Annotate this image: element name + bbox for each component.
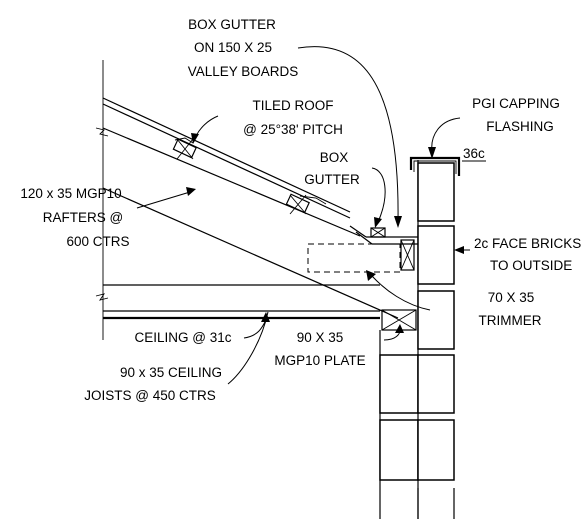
label-plate-1: 90 X 35 xyxy=(297,330,344,345)
label-face-bricks-2: TO OUTSIDE xyxy=(490,258,572,273)
label-joists-2: JOISTS @ 450 CTRS xyxy=(84,388,216,403)
label-pgi-capping-1: PGI CAPPING xyxy=(472,96,560,111)
label-face-bricks-1: 2c FACE BRICKS xyxy=(474,236,581,251)
label-ceiling: CEILING @ 31c xyxy=(135,330,232,345)
label-pgi-capping-2: FLASHING xyxy=(486,119,554,134)
brick-wall xyxy=(379,156,461,519)
box-gutter xyxy=(307,225,418,273)
leader-lines xyxy=(136,46,470,385)
label-rafters-2: RAFTERS @ xyxy=(43,210,123,225)
annotations: BOX GUTTER ON 150 X 25 VALLEY BOARDS PGI… xyxy=(20,17,581,403)
label-trimmer-2: TRIMMER xyxy=(479,313,542,328)
ceiling-joist xyxy=(95,60,380,340)
label-box-gutter-2: GUTTER xyxy=(304,172,360,187)
label-plate-2: MGP10 PLATE xyxy=(274,353,365,368)
label-box-gutter-valley-3: VALLEY BOARDS xyxy=(188,64,299,79)
label-tiled-roof-2: @ 25°38' PITCH xyxy=(243,122,343,137)
label-tiled-roof-1: TILED ROOF xyxy=(252,98,333,113)
label-rafters-1: 120 x 35 MGP10 xyxy=(20,186,121,201)
label-box-gutter-1: BOX xyxy=(320,150,349,165)
label-capping-code: 36c xyxy=(463,146,485,161)
roof-structure xyxy=(95,97,399,319)
label-box-gutter-valley-1: BOX GUTTER xyxy=(188,17,276,32)
label-rafters-3: 600 CTRS xyxy=(66,234,129,249)
label-box-gutter-valley-2: ON 150 X 25 xyxy=(194,40,272,55)
label-joists-1: 90 x 35 CEILING xyxy=(120,365,222,380)
label-trimmer-1: 70 X 35 xyxy=(488,290,535,305)
